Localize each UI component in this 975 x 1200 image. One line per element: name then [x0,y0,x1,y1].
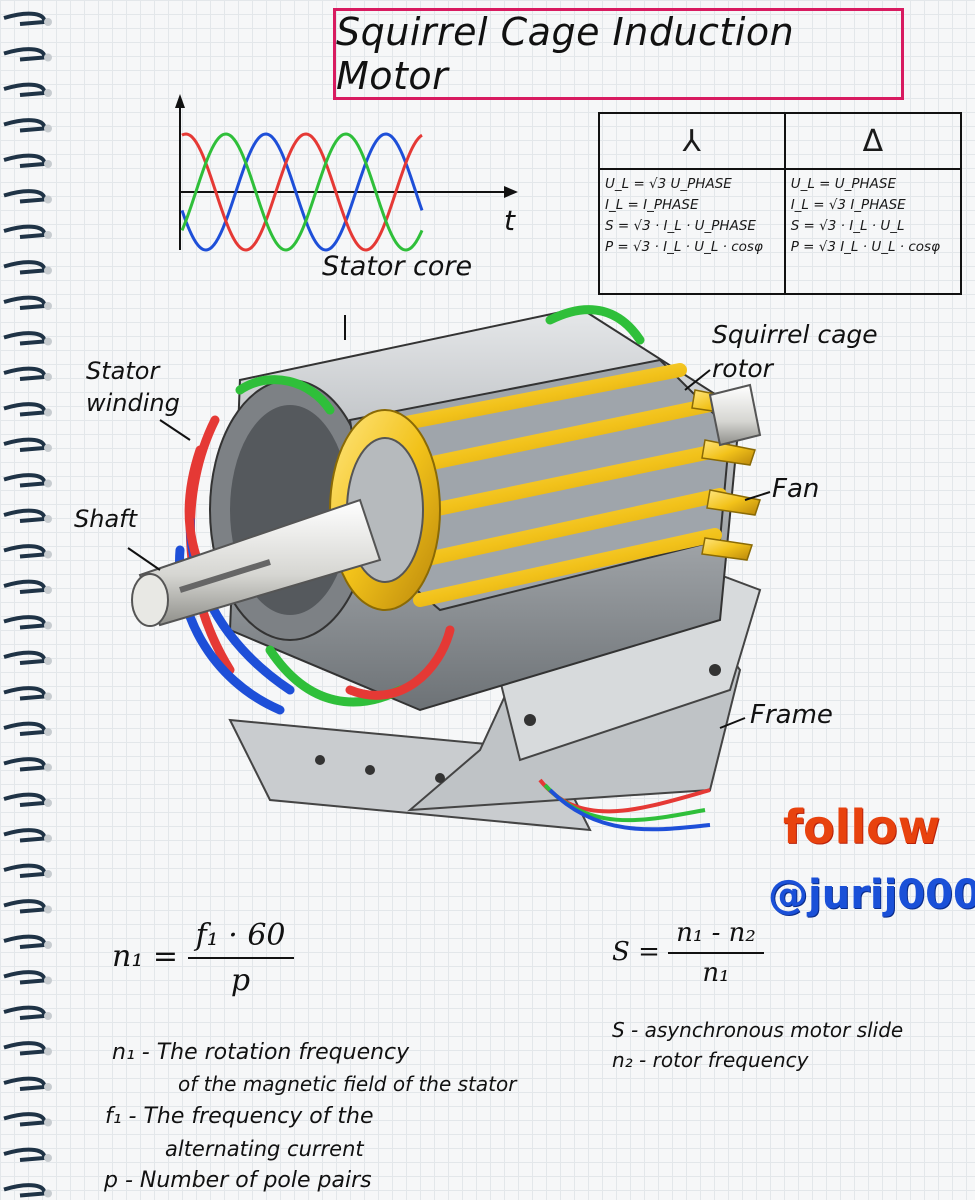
slip-numerator: n₁ - n₂ [668,918,764,954]
stator-core-label: Stator core [322,252,432,281]
slip-definition: S - asynchronous motor slide [612,1018,903,1042]
slip-denominator: n₁ [702,954,729,988]
rotor-label: Squirrel cage rotor [712,318,892,386]
follow-text: follow [783,800,940,854]
fan-label: Fan [772,474,819,504]
rotor-pointer [685,370,710,390]
synchronous-speed-formula: n₁ = f₁ · 60 p [112,918,294,998]
n1-formula-lhs: n₁ = [112,939,178,974]
shaft-label: Shaft [74,505,137,533]
f1-definition: f₁ - The frequency of the [105,1104,374,1129]
stator-winding-label: Stator winding [86,355,186,419]
stator-winding-pointer [160,420,190,440]
f1-definition-cont: alternating current [165,1137,364,1161]
slip-fraction: n₁ - n₂ n₁ [668,918,764,988]
frame-pointer [720,718,745,728]
frame-label: Frame [750,700,833,730]
author-handle: @jurij0001 [768,872,975,918]
fan-pointer [745,492,770,500]
n2-definition: n₂ - rotor frequency [612,1048,809,1072]
slip-formula-lhs: S = [612,937,660,967]
slip-formula: S = n₁ - n₂ n₁ [612,918,764,988]
n1-definition: n₁ - The rotation frequency [112,1040,409,1065]
n1-denominator: p [231,959,250,998]
n1-numerator: f₁ · 60 [188,918,294,959]
n1-fraction: f₁ · 60 p [188,918,294,998]
shaft-pointer [128,548,160,570]
p-definition: p - Number of pole pairs [104,1168,372,1193]
n1-definition-cont: of the magnetic field of the stator [178,1072,516,1096]
